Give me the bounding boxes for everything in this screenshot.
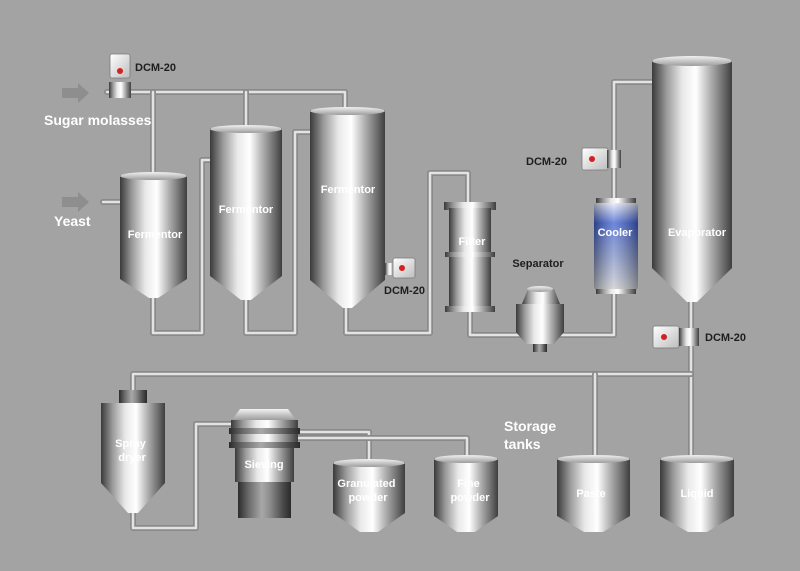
sensor-indicator-icon	[661, 334, 667, 340]
yeast-label: Yeast	[54, 213, 91, 229]
granulated-powder-label: Granulated powder	[337, 478, 398, 504]
arrow-right-icon	[62, 83, 89, 103]
fine-powder-label: Fine powder	[450, 478, 490, 504]
tank-liquid: Liquid	[660, 455, 734, 532]
sensor-cooler-label: DCM-20	[526, 156, 567, 168]
fermentor-3: Fermentor	[310, 107, 385, 308]
arrow-right-icon	[62, 192, 89, 212]
separator: Separator	[512, 258, 564, 352]
sieving: Sieving	[229, 409, 300, 518]
filter-label: Filter	[459, 236, 487, 248]
inlet-yeast: Yeast	[54, 192, 91, 229]
fermentor-1-label: Fermentor	[128, 229, 183, 241]
sensor-fermentor-3: DCM-20	[384, 257, 425, 297]
separator-label: Separator	[512, 258, 564, 270]
sugar-molasses-label: Sugar molasses	[44, 112, 152, 128]
storage-tanks-label: Storage tanks	[504, 418, 560, 452]
fermentor-3-label: Fermentor	[321, 184, 376, 196]
tank-granulated-powder: Granulated powder	[333, 459, 405, 532]
tank-paste: Paste	[557, 455, 630, 532]
sieving-label: Sieving	[244, 459, 283, 471]
sensor-indicator-icon	[399, 265, 405, 271]
sensor-fermentor-3-label: DCM-20	[384, 285, 425, 297]
filter: Filter	[444, 202, 496, 312]
evaporator: Evaporator	[652, 56, 732, 302]
tank-fine-powder: Fine powder	[434, 455, 498, 532]
fermentor-1: Fermentor	[120, 172, 187, 298]
sensor-indicator-icon	[117, 68, 123, 74]
spray-dryer-label: Spray dryer	[115, 438, 149, 464]
cooler: Cooler	[594, 198, 638, 294]
sensor-top: DCM-20	[109, 53, 176, 98]
sensor-evaporator-label: DCM-20	[705, 332, 746, 344]
sensor-cooler: DCM-20	[526, 147, 621, 171]
evaporator-label: Evaporator	[668, 227, 727, 239]
sensor-top-label: DCM-20	[135, 62, 176, 74]
paste-label: Paste	[576, 488, 605, 500]
fermentor-2: Fermentor	[210, 125, 282, 300]
sensor-evaporator: DCM-20	[652, 325, 746, 349]
sensor-indicator-icon	[589, 156, 595, 162]
spray-dryer: Spray dryer	[101, 390, 165, 513]
cooler-label: Cooler	[598, 227, 634, 239]
liquid-label: Liquid	[681, 488, 714, 500]
fermentor-2-label: Fermentor	[219, 204, 274, 216]
pipe-network	[100, 79, 694, 531]
inlet-sugar-molasses: Sugar molasses	[44, 83, 152, 128]
